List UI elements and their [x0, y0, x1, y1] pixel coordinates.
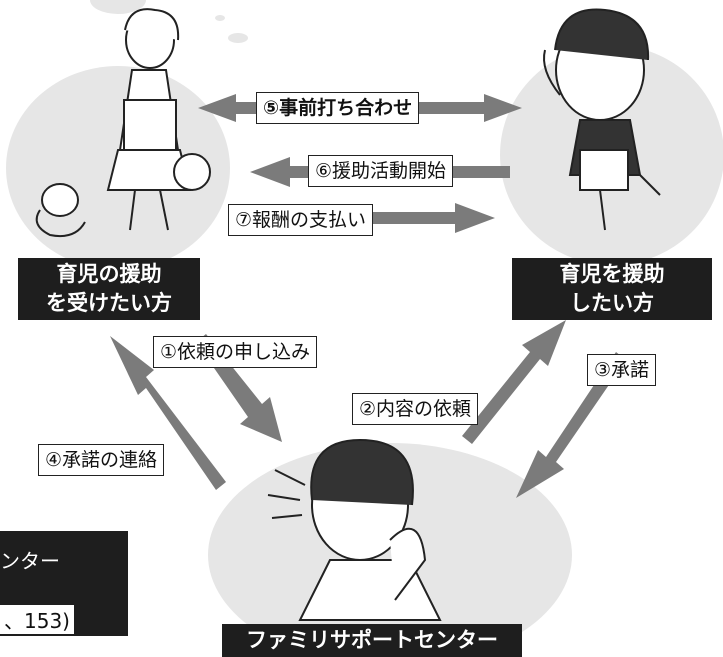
step1-label: ①依頼の申し込み — [153, 336, 318, 368]
step7-label: ⑦報酬の支払い — [228, 204, 374, 236]
step5-label: ⑤事前打ち合わせ — [256, 92, 420, 124]
center-label: ファミリサポートセンター — [246, 628, 498, 652]
center-bubble — [208, 443, 572, 657]
center-illustration — [267, 438, 442, 621]
provider-illustration — [543, 8, 661, 231]
cloud-dot-1 — [228, 33, 248, 43]
center-label-box: ファミリサポートセンター — [222, 624, 522, 657]
provider-label-box: 育児を援助 したい方 — [512, 258, 712, 320]
requester-label-line2: を受けたい方 — [46, 291, 172, 315]
requester-illustration — [35, 8, 211, 238]
provider-label-line2: したい方 — [570, 291, 654, 315]
arrow-step3 — [516, 352, 626, 498]
step6-label: ⑥援助活動開始 — [308, 155, 454, 187]
step4-label: ④承諾の連絡 — [38, 444, 165, 476]
cloud-dot-2 — [215, 15, 225, 21]
step2-label: ②内容の依頼 — [352, 393, 479, 425]
side-info-line1: ンター — [0, 549, 60, 573]
arrow-step2 — [462, 320, 566, 444]
requester-label-box: 育児の援助 を受けたい方 — [18, 258, 200, 320]
arrow-step4 — [110, 336, 226, 490]
top-cloud — [90, 0, 146, 14]
provider-label-line1: 育児を援助 — [559, 262, 665, 286]
requester-label-line1: 育児の援助 — [56, 262, 162, 286]
step3-label: ③承諾 — [587, 354, 657, 386]
side-info-line2: 、153) — [0, 605, 74, 634]
